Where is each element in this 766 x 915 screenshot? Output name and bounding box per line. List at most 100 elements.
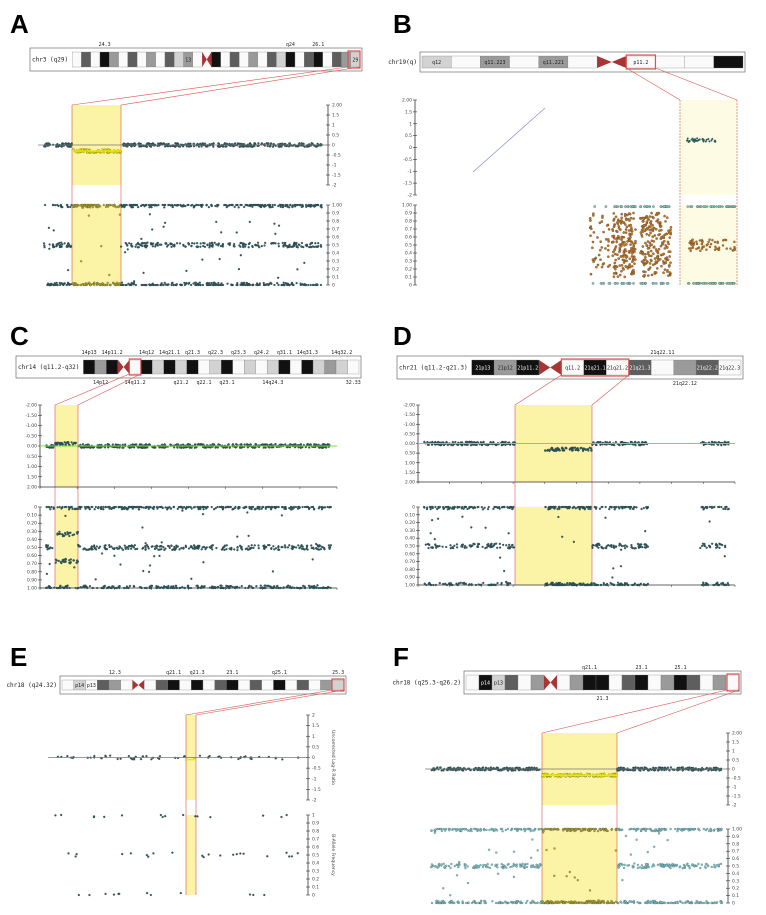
y-tick-label: 1 bbox=[409, 121, 412, 127]
baf-point bbox=[185, 269, 188, 272]
highlight-region-baf bbox=[72, 205, 121, 285]
log-ratio-point bbox=[285, 145, 289, 148]
baf-point bbox=[199, 204, 202, 207]
y-tick-label: 0.5 bbox=[405, 243, 412, 249]
baf-point bbox=[311, 558, 314, 561]
log-ratio-point bbox=[270, 446, 273, 449]
chromosome-band bbox=[249, 679, 262, 691]
baf-point bbox=[46, 283, 49, 287]
baf-point bbox=[632, 255, 636, 259]
baf-point bbox=[652, 245, 656, 249]
baf-point bbox=[248, 220, 251, 224]
baf-point bbox=[326, 505, 329, 509]
baf-point bbox=[305, 547, 308, 550]
y-tick-label: 2.00 bbox=[405, 480, 415, 486]
baf-point bbox=[566, 507, 569, 510]
baf-point bbox=[620, 269, 623, 273]
baf-point bbox=[656, 259, 660, 263]
chromosome-band bbox=[257, 51, 268, 68]
baf-point bbox=[152, 852, 155, 855]
log-ratio-point bbox=[111, 443, 114, 446]
y-tick-label: 0.8 bbox=[405, 219, 412, 225]
chromosome-band bbox=[451, 55, 481, 69]
baf-point bbox=[441, 582, 445, 586]
y-tick-label: -1.00 bbox=[403, 422, 415, 428]
baf-point bbox=[96, 586, 99, 590]
baf-point bbox=[152, 203, 155, 207]
chromosome-band bbox=[331, 51, 342, 68]
baf-point bbox=[571, 582, 574, 585]
log-ratio-point bbox=[594, 443, 597, 446]
baf-point bbox=[150, 584, 153, 587]
baf-point bbox=[303, 586, 306, 590]
baf-point bbox=[77, 505, 81, 509]
log-ratio-point bbox=[237, 757, 240, 761]
baf-point bbox=[195, 203, 198, 207]
baf-point bbox=[629, 223, 632, 227]
baf-point bbox=[297, 544, 300, 547]
log-ratio-point bbox=[253, 142, 256, 145]
baf-point bbox=[160, 283, 163, 287]
baf-point bbox=[510, 544, 514, 547]
baf-point bbox=[137, 243, 141, 246]
zoom-line bbox=[54, 373, 130, 406]
baf-point bbox=[264, 241, 267, 244]
baf-point bbox=[422, 505, 426, 509]
baf-point bbox=[197, 507, 200, 510]
log-ratio-point bbox=[314, 443, 318, 446]
baf-point bbox=[213, 241, 216, 244]
baf-point bbox=[641, 282, 645, 285]
y-tick-label: 0.40 bbox=[27, 537, 37, 543]
baf-point bbox=[100, 245, 103, 248]
baf-point bbox=[160, 243, 163, 246]
baf-point bbox=[724, 546, 727, 549]
baf-point bbox=[629, 226, 633, 229]
log-ratio-point bbox=[197, 145, 201, 148]
baf-point bbox=[621, 241, 625, 245]
baf-point bbox=[608, 263, 612, 267]
baf-point bbox=[303, 505, 307, 509]
baf-point bbox=[246, 586, 250, 590]
log-ratio-point bbox=[555, 449, 558, 452]
log-ratio-point bbox=[126, 142, 130, 145]
baf-point bbox=[723, 555, 726, 558]
log-ratio-point bbox=[637, 441, 640, 444]
baf-point bbox=[104, 892, 107, 895]
band-label: 14p11.2 bbox=[102, 350, 123, 356]
baf-point bbox=[235, 231, 238, 234]
chromosome-label: chr18 (q25.3-q26.2) bbox=[392, 680, 461, 687]
baf-point bbox=[426, 506, 429, 509]
baf-point bbox=[130, 242, 133, 246]
baf-point bbox=[644, 282, 648, 285]
chromosome-band bbox=[239, 51, 249, 68]
y-tick-label: 0 bbox=[412, 505, 415, 511]
baf-point bbox=[248, 241, 251, 245]
log-ratio-point bbox=[243, 443, 246, 446]
baf-point bbox=[650, 243, 654, 247]
baf-point bbox=[729, 247, 732, 250]
baf-point bbox=[200, 548, 203, 551]
baf-point bbox=[705, 205, 709, 208]
log-ratio-point bbox=[212, 443, 215, 446]
baf-point bbox=[449, 544, 452, 547]
log-ratio-point bbox=[588, 446, 591, 449]
baf-point bbox=[144, 548, 147, 551]
baf-point bbox=[257, 505, 260, 509]
log-ratio-point bbox=[250, 757, 253, 761]
baf-point bbox=[592, 212, 595, 216]
baf-point bbox=[183, 505, 186, 509]
baf-point bbox=[232, 244, 235, 247]
baf-point bbox=[614, 258, 618, 262]
baf-point bbox=[308, 586, 312, 590]
y-tick-label: 1.00 bbox=[27, 464, 37, 470]
baf-point bbox=[86, 282, 89, 285]
baf-point bbox=[626, 545, 629, 548]
y-tick-label: 1.5 bbox=[312, 723, 319, 729]
y-tick-label: 0.80 bbox=[405, 567, 415, 573]
baf-point bbox=[487, 505, 490, 509]
baf-point bbox=[476, 545, 479, 548]
y-tick-label: 0.40 bbox=[405, 536, 415, 542]
baf-point bbox=[216, 505, 219, 509]
log-ratio-point bbox=[68, 145, 71, 148]
